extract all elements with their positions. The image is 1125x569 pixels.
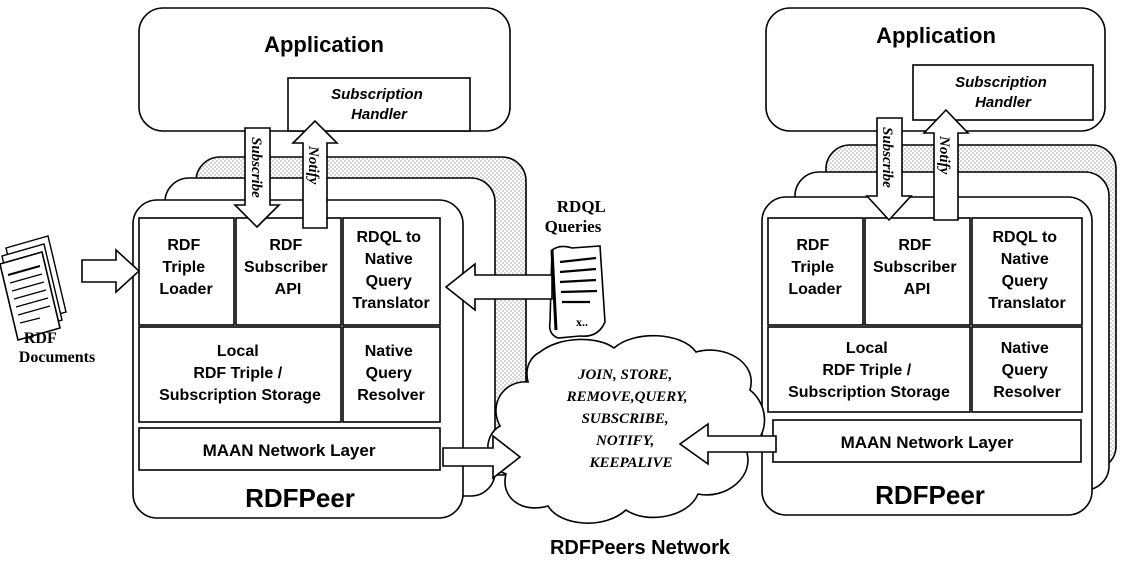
left-query-resolver-label: Native Query Resolver	[357, 343, 425, 404]
right-application-label: Application	[876, 23, 996, 48]
network-messages: JOIN, STORE, REMOVE,QUERY, SUBSCRIBE, NO…	[566, 367, 692, 471]
left-local-storage-box	[138, 326, 342, 423]
left-subscribe-arrow	[233, 127, 281, 229]
right-subscription-handler-box	[912, 64, 1094, 121]
network-label: RDFPeers Network	[550, 537, 731, 559]
right-triple-loader-label: RDF Triple Loader	[788, 237, 841, 298]
left-peer-label: RDFPeer	[245, 483, 355, 513]
left-subscription-handler-label: Subscription Handler	[331, 86, 427, 123]
right-peer-label: RDFPeer	[875, 480, 985, 510]
right-notify-label: Notify	[936, 135, 952, 175]
right-subscription-handler-label: Subscription Handler	[955, 74, 1051, 111]
left-subscription-handler-box	[287, 77, 471, 132]
queries-to-translator-arrow	[444, 262, 553, 312]
left-query-translator-box	[342, 217, 441, 326]
rdfpeers-network: JOIN, STORE, REMOVE,QUERY, SUBSCRIBE, NO…	[442, 334, 777, 559]
network-cloud-shape	[487, 334, 766, 524]
left-notify-arrow	[291, 119, 339, 229]
documents-to-loader-arrow	[81, 248, 141, 294]
rdql-queries-label: RDQL Queries	[545, 197, 610, 236]
right-subscriber-api-label: RDF Subscriber API	[873, 237, 961, 298]
left-network-layer-box	[138, 427, 441, 471]
left-notify-label: Notify	[305, 145, 321, 185]
right-network-layer-box	[772, 419, 1082, 463]
rdf-documents: RDF Documents	[0, 235, 141, 366]
right-query-translator-label: RDQL to Native Query Translator	[988, 229, 1065, 312]
right-local-storage-label: Local RDF Triple / Subscription Storage	[788, 340, 950, 401]
right-subscriber-api-box	[864, 217, 971, 326]
right-query-resolver-label: Native Query Resolver	[993, 340, 1061, 401]
right-network-arrow	[678, 422, 777, 466]
left-query-resolver-box	[342, 326, 441, 423]
left-subscriber-api-label: RDF Subscriber API	[244, 237, 332, 298]
rdf-documents-label: RDF Documents	[19, 330, 95, 366]
left-network-layer-label: MAAN Network Layer	[203, 441, 376, 460]
left-subscriber-api-box	[235, 217, 342, 326]
right-query-translator-box	[971, 217, 1083, 326]
right-network-layer-label: MAAN Network Layer	[841, 433, 1014, 452]
right-peer: Application Subscription Handler RDF Tri…	[761, 7, 1117, 516]
right-local-storage-box	[767, 326, 971, 413]
right-query-resolver-box	[971, 326, 1083, 413]
svg-text:x..: x..	[576, 315, 588, 329]
right-subscribe-arrow	[865, 117, 913, 222]
left-triple-loader-label: RDF Triple Loader	[159, 237, 212, 298]
left-local-storage-label: Local RDF Triple / Subscription Storage	[159, 343, 321, 404]
document-stack-icon	[0, 235, 67, 341]
left-application-label: Application	[264, 32, 384, 57]
right-subscribe-label: Subscribe	[879, 127, 895, 188]
left-subscribe-label: Subscribe	[248, 137, 264, 198]
rdql-queries: RDQL Queries x..	[444, 197, 610, 339]
left-peer: Application Subscription Handler RDF Tri…	[132, 7, 527, 519]
query-scroll-icon: x..	[548, 245, 606, 339]
left-query-translator-label: RDQL to Native Query Translator	[352, 229, 429, 312]
right-triple-loader-box	[767, 217, 864, 326]
left-network-arrow	[442, 434, 522, 480]
right-notify-arrow	[922, 108, 970, 221]
